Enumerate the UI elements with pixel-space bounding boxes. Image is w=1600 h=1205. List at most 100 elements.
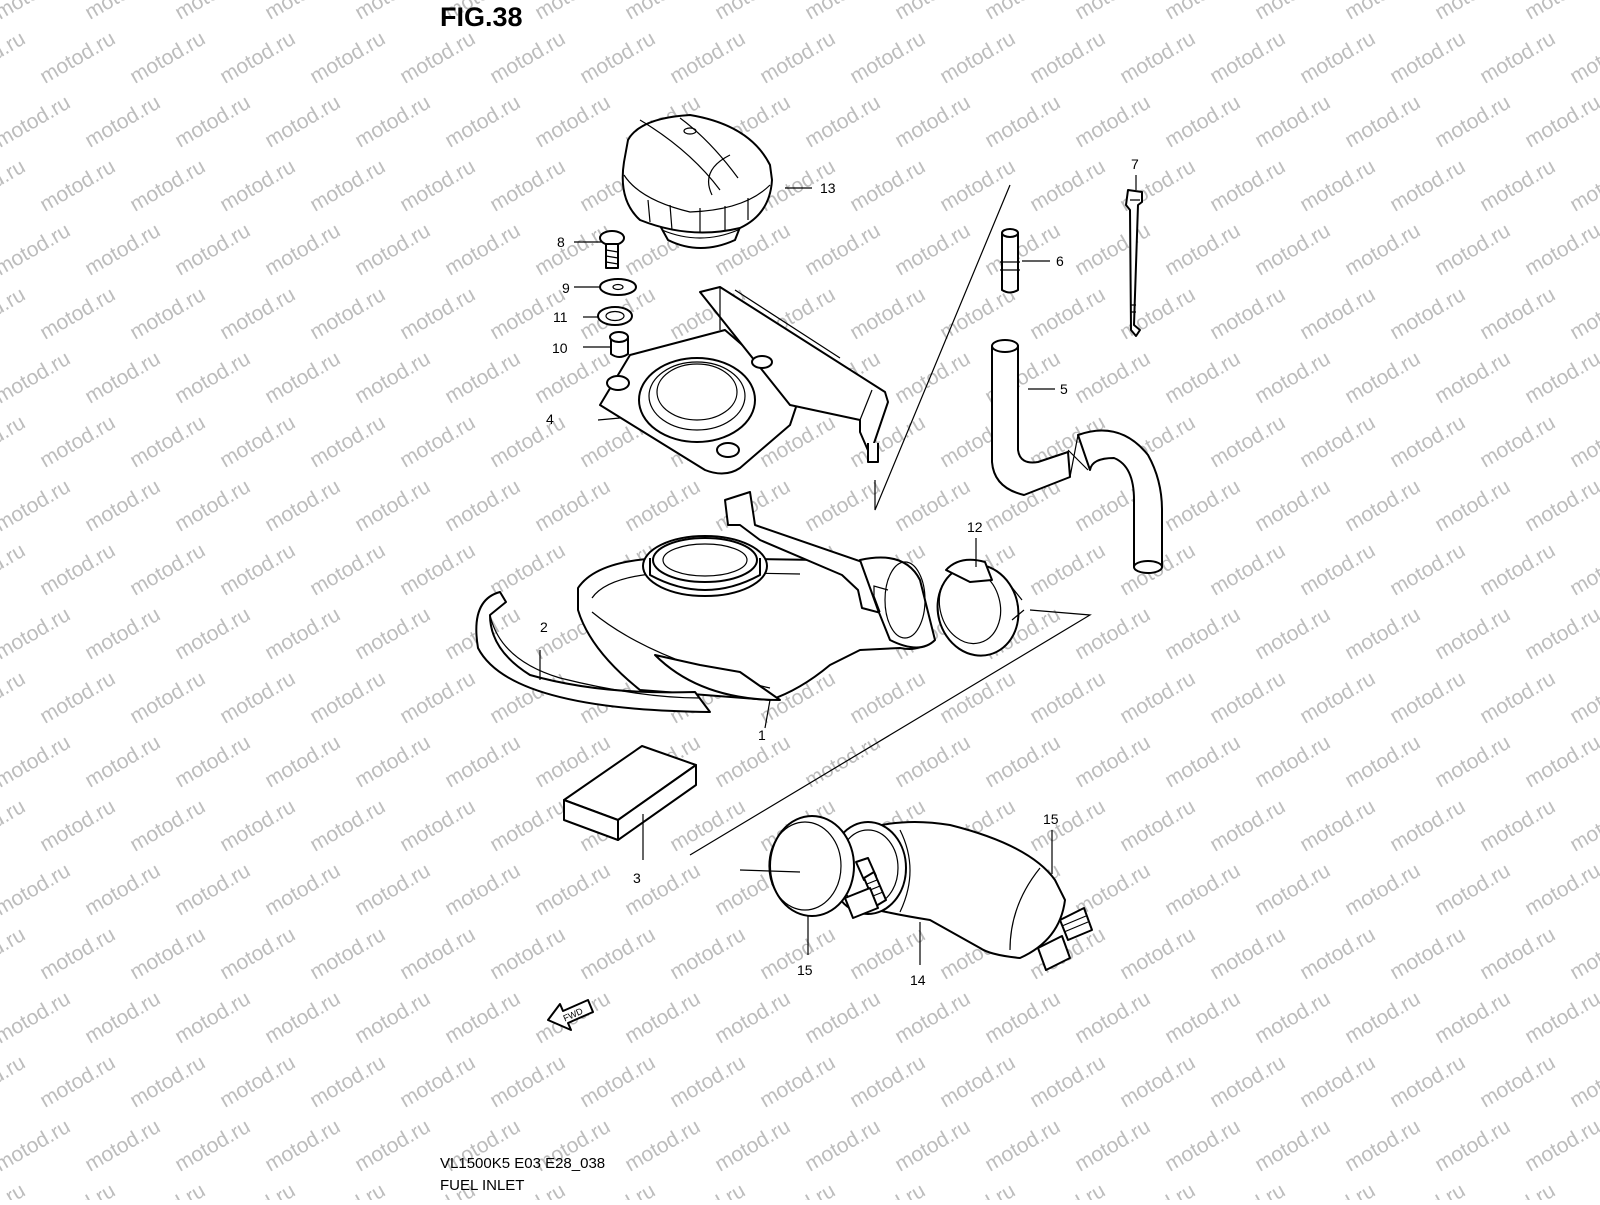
watermark-text: motod.ru bbox=[171, 475, 254, 536]
watermark-text: motod.ru bbox=[1206, 411, 1289, 472]
watermark-text: motod.ru bbox=[441, 731, 524, 792]
watermark-text: motod.ru bbox=[0, 0, 74, 24]
watermark-text: motod.ru bbox=[171, 219, 254, 280]
watermark-text: motod.ru bbox=[126, 923, 209, 984]
watermark-text: motod.ru bbox=[171, 859, 254, 920]
watermark-text: motod.ru bbox=[1161, 0, 1244, 24]
watermark-text: motod.ru bbox=[1116, 27, 1199, 88]
watermark-text: motod.ru bbox=[1071, 347, 1154, 408]
watermark-text: motod.ru bbox=[756, 1179, 839, 1200]
watermark-text: motod.ru bbox=[846, 1051, 929, 1112]
watermark-text: motod.ru bbox=[1341, 859, 1424, 920]
callout-7: 7 bbox=[1131, 156, 1139, 172]
watermark-text: motod.ru bbox=[1521, 0, 1600, 24]
watermark-text: motod.ru bbox=[981, 987, 1064, 1048]
watermark-text: motod.ru bbox=[441, 987, 524, 1048]
watermark-text: motod.ru bbox=[1476, 795, 1559, 856]
callout-15-right: 15 bbox=[1043, 811, 1059, 827]
watermark-text: motod.ru bbox=[1341, 603, 1424, 664]
watermark-text: motod.ru bbox=[891, 91, 974, 152]
watermark-text: motod.ru bbox=[1026, 667, 1109, 728]
watermark-text: motod.ru bbox=[1206, 1179, 1289, 1200]
watermark-text: motod.ru bbox=[171, 347, 254, 408]
watermark-text: motod.ru bbox=[1566, 795, 1600, 856]
watermark-text: motod.ru bbox=[36, 27, 119, 88]
watermark-text: motod.ru bbox=[981, 91, 1064, 152]
watermark-text: motod.ru bbox=[1071, 219, 1154, 280]
watermark-text: motod.ru bbox=[171, 987, 254, 1048]
inlet-hose-drawing bbox=[768, 815, 1093, 971]
watermark-text: motod.ru bbox=[261, 603, 344, 664]
watermark-text: motod.ru bbox=[621, 475, 704, 536]
callout-15-left: 15 bbox=[797, 962, 813, 978]
watermark-text: motod.ru bbox=[1161, 987, 1244, 1048]
watermark-text: motod.ru bbox=[1431, 987, 1514, 1048]
watermark-text: motod.ru bbox=[396, 283, 479, 344]
watermark-text: motod.ru bbox=[1476, 667, 1559, 728]
watermark-text: motod.ru bbox=[621, 859, 704, 920]
watermark-text: motod.ru bbox=[1386, 795, 1469, 856]
watermark-text: motod.ru bbox=[576, 1179, 659, 1200]
watermark-text: motod.ru bbox=[0, 1179, 29, 1200]
watermark-text: motod.ru bbox=[1116, 795, 1199, 856]
watermark-text: motod.ru bbox=[441, 219, 524, 280]
watermark-text: motod.ru bbox=[0, 859, 74, 920]
watermark-text: motod.ru bbox=[1026, 283, 1109, 344]
watermark-text: motod.ru bbox=[1116, 1179, 1199, 1200]
watermark-text: motod.ru bbox=[1296, 1051, 1379, 1112]
watermark-text: motod.ru bbox=[1566, 411, 1600, 472]
watermark-text: motod.ru bbox=[981, 0, 1064, 24]
watermark-text: motod.ru bbox=[801, 1115, 884, 1176]
watermark-text: motod.ru bbox=[486, 27, 569, 88]
watermark-text: motod.ru bbox=[936, 1179, 1019, 1200]
watermark-text: motod.ru bbox=[0, 155, 29, 216]
watermark-text: motod.ru bbox=[1566, 1179, 1600, 1200]
seal-strip-drawing bbox=[475, 591, 711, 713]
watermark-text: motod.ru bbox=[306, 923, 389, 984]
watermark-text: motod.ru bbox=[1296, 155, 1379, 216]
callout-3: 3 bbox=[633, 870, 641, 886]
watermark-text: motod.ru bbox=[1521, 91, 1600, 152]
watermark-text: motod.ru bbox=[1161, 219, 1244, 280]
watermark-text: motod.ru bbox=[936, 27, 1019, 88]
watermark-text: motod.ru bbox=[531, 91, 614, 152]
watermark-text: motod.ru bbox=[1161, 731, 1244, 792]
watermark-text: motod.ru bbox=[351, 603, 434, 664]
watermark-text: motod.ru bbox=[1476, 539, 1559, 600]
watermark-text: motod.ru bbox=[126, 27, 209, 88]
watermark-text: motod.ru bbox=[486, 1051, 569, 1112]
watermark-text: motod.ru bbox=[216, 411, 299, 472]
watermark-text: motod.ru bbox=[576, 1051, 659, 1112]
watermark-text: motod.ru bbox=[0, 219, 74, 280]
watermark-text: motod.ru bbox=[0, 731, 74, 792]
watermark-text: motod.ru bbox=[1206, 795, 1289, 856]
watermark-text: motod.ru bbox=[1206, 923, 1289, 984]
watermark-text: motod.ru bbox=[216, 795, 299, 856]
watermark-text: motod.ru bbox=[1251, 475, 1334, 536]
watermark-text: motod.ru bbox=[81, 219, 164, 280]
watermark-text: motod.ru bbox=[441, 859, 524, 920]
watermark-text: motod.ru bbox=[171, 1115, 254, 1176]
watermark-text: motod.ru bbox=[396, 1051, 479, 1112]
watermark-text: motod.ru bbox=[0, 1115, 74, 1176]
watermark-text: motod.ru bbox=[261, 475, 344, 536]
watermark-text: motod.ru bbox=[306, 667, 389, 728]
watermark-text: motod.ru bbox=[1026, 27, 1109, 88]
callout-5: 5 bbox=[1060, 381, 1068, 397]
watermark-text: motod.ru bbox=[1206, 1051, 1289, 1112]
watermark-text: motod.ru bbox=[1521, 347, 1600, 408]
watermark-text: motod.ru bbox=[1476, 923, 1559, 984]
watermark-text: motod.ru bbox=[936, 1051, 1019, 1112]
watermark-text: motod.ru bbox=[261, 219, 344, 280]
watermark-text: motod.ru bbox=[1251, 603, 1334, 664]
watermark-text: motod.ru bbox=[0, 283, 29, 344]
watermark-text: motod.ru bbox=[81, 347, 164, 408]
watermark-text: motod.ru bbox=[441, 347, 524, 408]
watermark-text: motod.ru bbox=[396, 27, 479, 88]
watermark-text: motod.ru bbox=[1431, 475, 1514, 536]
watermark-text: motod.ru bbox=[1161, 347, 1244, 408]
watermark-text: motod.ru bbox=[261, 1115, 344, 1176]
watermark-text: motod.ru bbox=[891, 219, 974, 280]
watermark-text: motod.ru bbox=[126, 539, 209, 600]
